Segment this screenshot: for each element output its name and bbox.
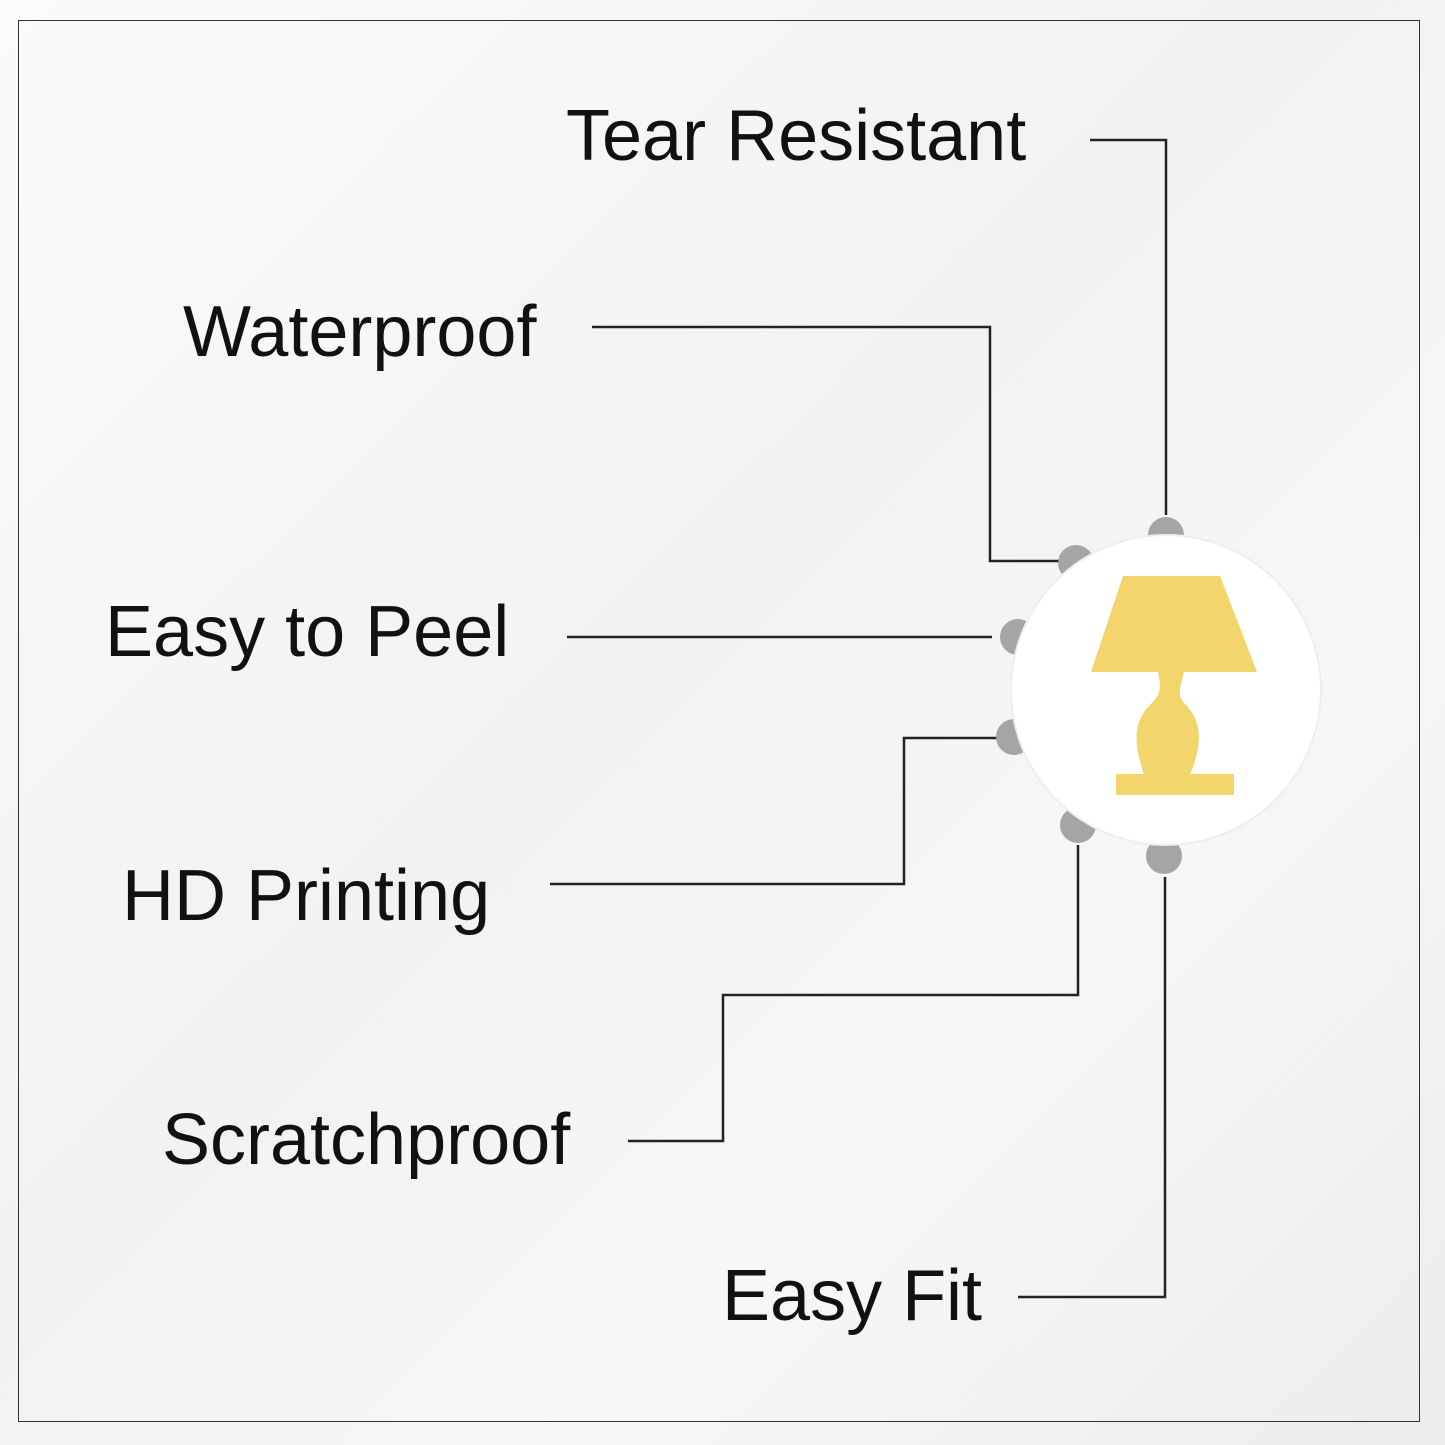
- connector-easy-fit: [1018, 877, 1167, 1299]
- connector-dot: [1146, 838, 1182, 874]
- feature-waterproof: Waterproof: [183, 292, 537, 372]
- feature-scratchproof: Scratchproof: [162, 1100, 571, 1180]
- connector-hd-printing: [550, 736, 1000, 886]
- connector-scratchproof: [628, 845, 1080, 1143]
- connector-waterproof: [592, 325, 1062, 563]
- feature-easy-to-peel: Easy to Peel: [105, 592, 510, 672]
- border-frame: [18, 20, 1420, 1422]
- connector-tear-resistant: [1090, 138, 1168, 515]
- table-lamp-icon: [1091, 576, 1257, 795]
- feature-hd-printing: HD Printing: [122, 856, 491, 936]
- feature-tear-resistant: Tear Resistant: [566, 96, 1027, 176]
- feature-easy-fit: Easy Fit: [722, 1256, 983, 1336]
